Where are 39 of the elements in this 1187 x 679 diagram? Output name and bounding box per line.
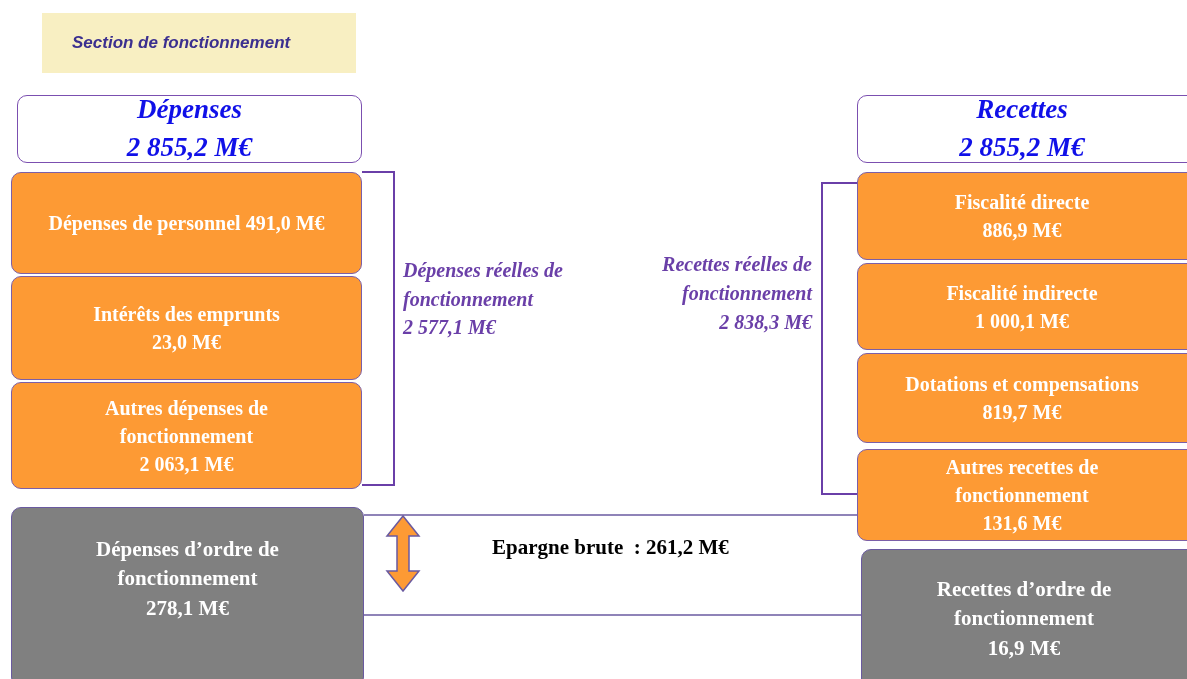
section-banner [42, 13, 356, 73]
amount-box [11, 172, 362, 274]
header-box [17, 95, 362, 163]
amount-box [857, 353, 1187, 443]
amount-box [857, 263, 1187, 350]
amount-box [11, 507, 364, 679]
box-text: Fiscalité directe [954, 190, 1090, 215]
bracket-label: 2 838,3 M€ [718, 310, 812, 335]
header-title: Recettes [976, 93, 1068, 127]
header-title: Dépenses [137, 93, 242, 127]
header-amount: 2 855,2 M€ [959, 131, 1085, 164]
box-text: 1 000,1 M€ [975, 308, 1069, 334]
header-amount: 2 855,2 M€ [126, 131, 253, 164]
bracket-label: 2 577,1 M€ [403, 315, 498, 340]
box-text: Dotations et compensations [905, 372, 1139, 398]
box-text: 2 063,1 M€ [139, 451, 234, 477]
bracket-label: Recettes réelles de fonctionnement [661, 252, 812, 307]
bracket-label: Dépenses réelles de fonctionnement [403, 258, 564, 313]
box-text: Dépenses d’ordre de fonctionnement [95, 535, 280, 593]
box-text: 278,1 M€ [146, 594, 229, 622]
box-text: Recettes d’ordre de fonctionnement [935, 575, 1113, 633]
box-text: Intérêts des emprunts [93, 302, 280, 328]
amount-box [11, 382, 362, 489]
amount-box [857, 172, 1187, 260]
amount-box [11, 276, 362, 380]
amount-box [861, 549, 1187, 679]
box-text: 886,9 M€ [982, 218, 1062, 243]
box-text: Autres dépenses de fonctionnement [104, 395, 269, 449]
amount-box [857, 449, 1187, 541]
box-text: Dépenses de personnel 491,0 M€ [48, 211, 325, 237]
box-text: 23,0 M€ [152, 330, 221, 355]
box-text: 16,9 M€ [987, 634, 1061, 662]
box-text: 819,7 M€ [982, 400, 1062, 425]
box-text: Fiscalité indirecte [946, 280, 1098, 306]
savings-label: Epargne brute : 261,2 M€ [492, 535, 729, 560]
header-box [857, 95, 1187, 163]
box-text: Autres recettes de fonctionnement [944, 455, 1100, 508]
box-text: 131,6 M€ [982, 511, 1062, 536]
box-text: Section de fonctionnement [72, 32, 291, 55]
